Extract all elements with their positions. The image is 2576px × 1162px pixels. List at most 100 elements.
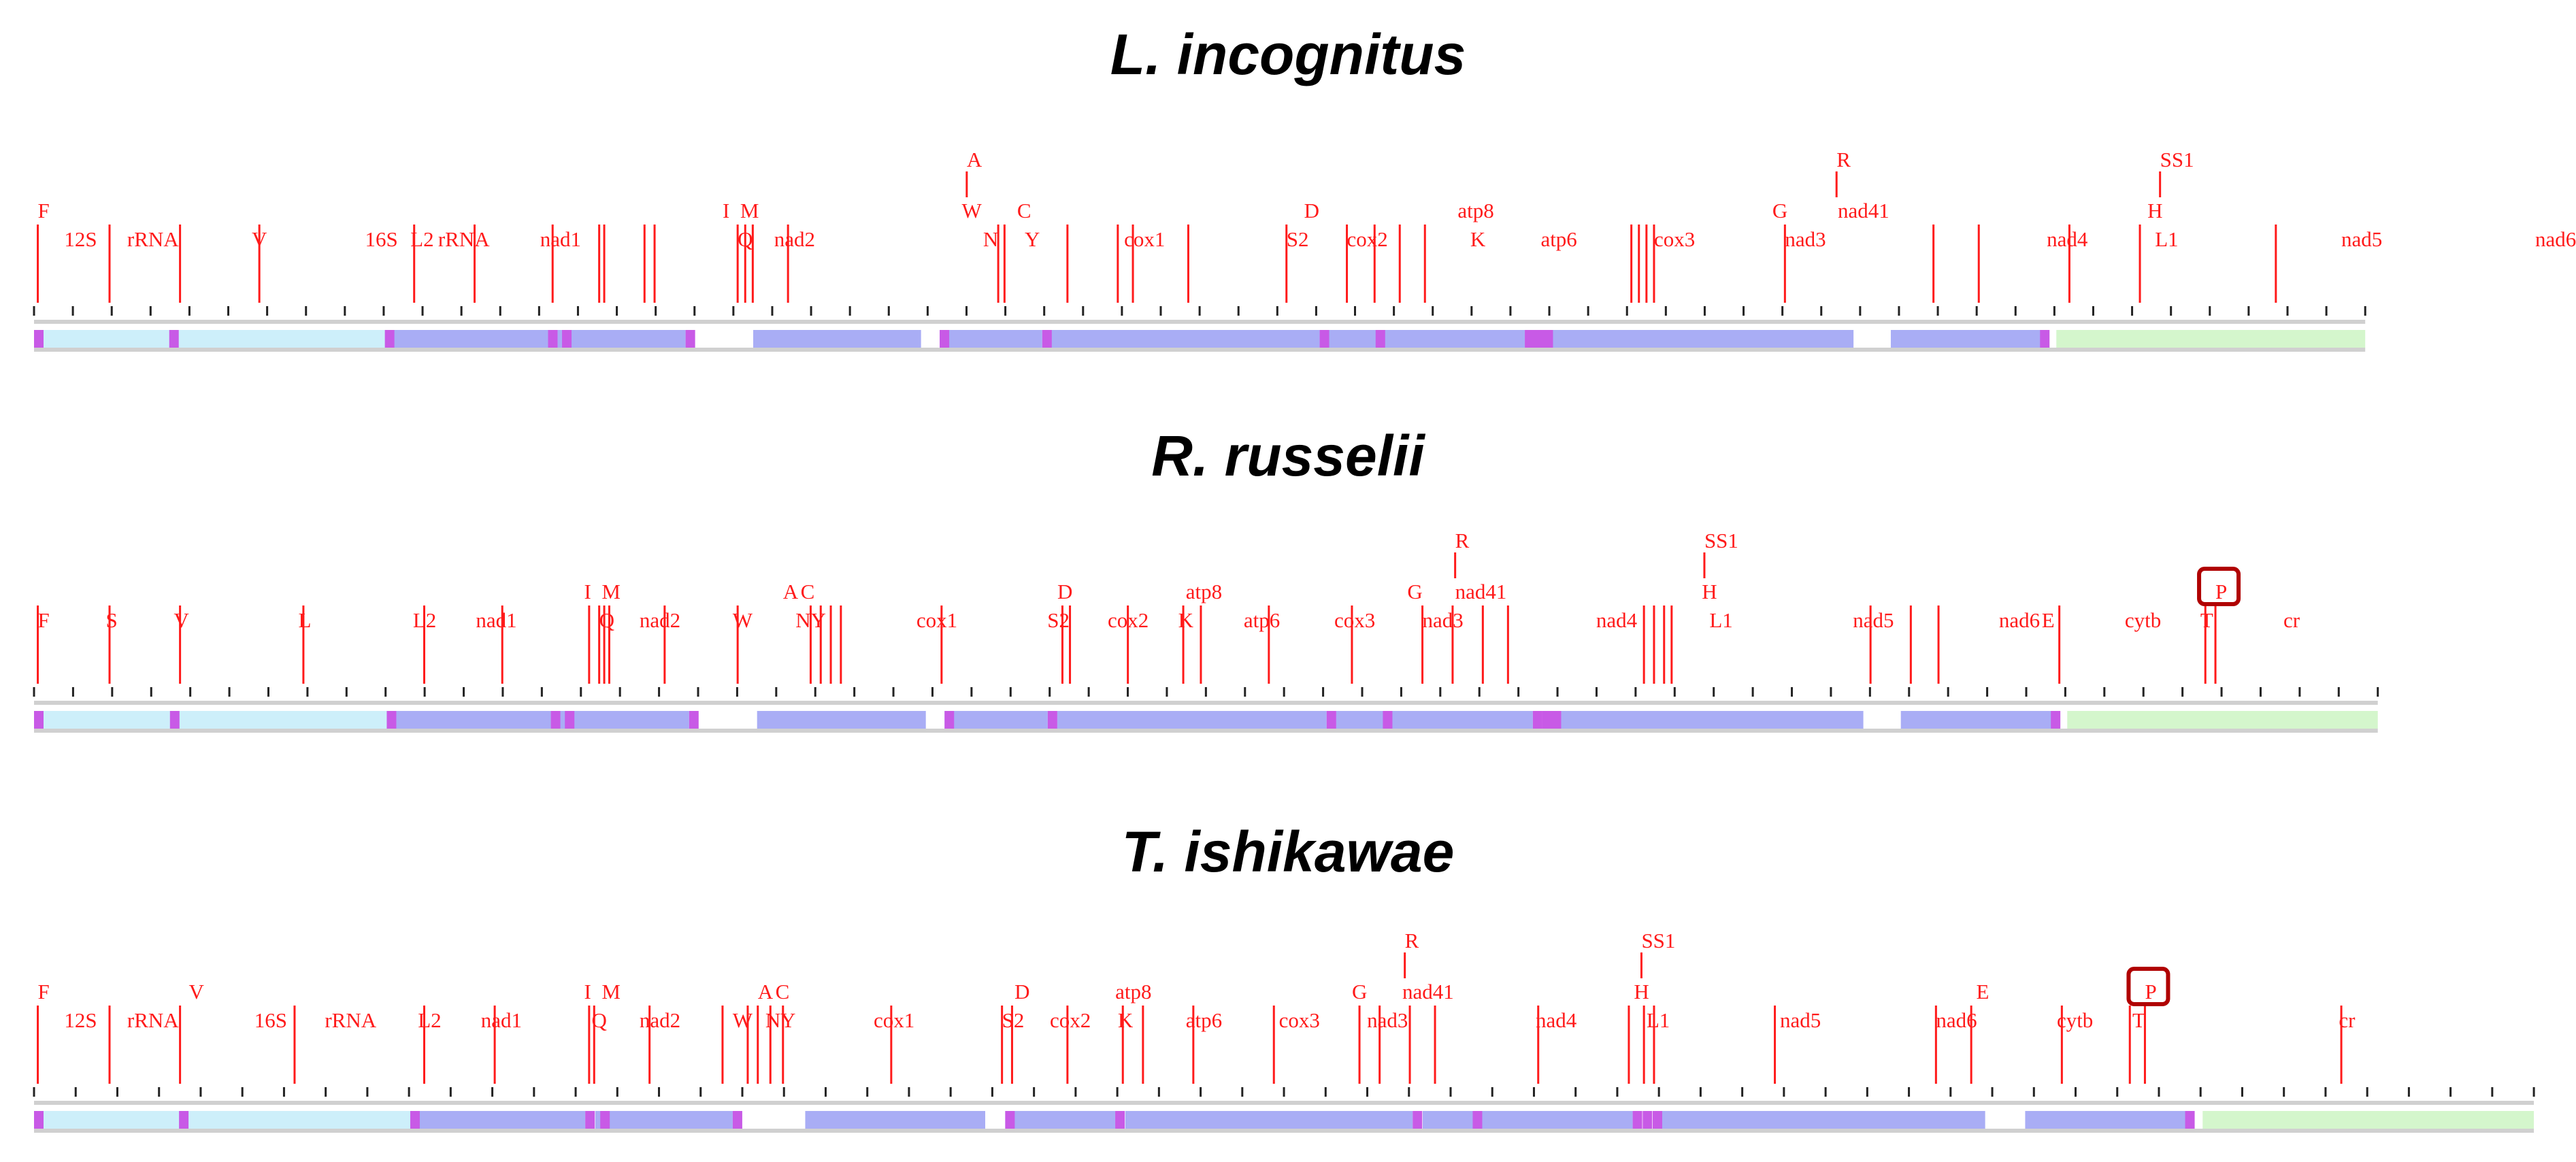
gene-segment: [557, 330, 686, 348]
gene-label: cox2: [1050, 1008, 1091, 1032]
gene-label: rRNA: [325, 1008, 376, 1032]
gene-label: S2: [1047, 608, 1070, 632]
gene-label: K: [1178, 608, 1194, 632]
gene-segment: [1890, 330, 2045, 348]
gene-label: cox2: [1108, 608, 1149, 632]
gene-label: E: [1977, 980, 1989, 1003]
title-incognitus: L. incognitus: [1110, 22, 1466, 86]
gene-segment: [390, 711, 551, 729]
gene-label: cox3: [1654, 227, 1695, 251]
gene-segment: [944, 711, 1048, 729]
trna-marker: [1525, 330, 1535, 348]
gene-segment: [753, 330, 921, 348]
trna-marker: [1642, 1111, 1653, 1129]
gene-segment: [595, 1111, 733, 1129]
gene-label: T: [2200, 608, 2213, 632]
gene-segment: [757, 711, 926, 729]
gene-label: G: [1407, 580, 1422, 603]
gene-segment: [1329, 330, 1525, 348]
gene-label: nad3: [1785, 227, 1826, 251]
gene-label: cox1: [917, 608, 957, 632]
gene-label: F: [38, 608, 50, 632]
gene-label: P: [2215, 580, 2227, 603]
gene-label: L1: [2155, 227, 2178, 251]
gene-label: S2: [1002, 1008, 1025, 1032]
gene-label: nad1: [476, 608, 516, 632]
gene-label: D: [1014, 980, 1029, 1003]
gene-label: A: [967, 148, 982, 171]
gene-label: rRNA: [438, 227, 490, 251]
gene-segment: [1125, 1111, 1413, 1129]
gene-label: Y: [780, 1008, 795, 1032]
gene-label: M: [601, 980, 621, 1003]
gene-segment: [34, 330, 169, 348]
gene-label: nad4: [1536, 1008, 1577, 1032]
control-region-segment: [2067, 711, 2378, 729]
gene-label: SS1: [1704, 529, 1738, 552]
gene-segment: [1005, 1111, 1116, 1129]
axis-line: [34, 320, 2366, 324]
gene-label: I: [584, 580, 591, 603]
trna-marker: [34, 1111, 44, 1129]
gene-label: T: [2132, 1008, 2145, 1032]
gene-label: S2: [1287, 227, 1309, 251]
trna-marker: [169, 711, 180, 729]
trna-marker: [1632, 1111, 1642, 1129]
bar-baseline: [34, 729, 2378, 733]
gene-label: W: [961, 199, 982, 222]
trna-marker: [1115, 1111, 1125, 1129]
gene-label: L1: [1647, 1008, 1670, 1032]
gene-segment: [414, 1111, 586, 1129]
trna-marker: [410, 1111, 420, 1129]
trna-marker: [384, 330, 395, 348]
gene-label: H: [2147, 199, 2162, 222]
gene-label: Q: [599, 608, 614, 632]
gene-segment: [34, 1111, 180, 1129]
gene-label: P: [2145, 980, 2156, 1003]
gene-label: D: [1304, 199, 1319, 222]
gene-label: atp6: [1244, 608, 1280, 632]
trna-marker: [179, 1111, 189, 1129]
gene-label: W: [733, 608, 753, 632]
control-region-segment: [2056, 330, 2366, 348]
gene-label: L2: [413, 608, 436, 632]
gene-label: atp8: [1457, 199, 1493, 222]
gene-label: I: [723, 199, 729, 222]
trna-marker: [1326, 711, 1336, 729]
trna-marker: [2040, 330, 2050, 348]
trna-marker: [550, 711, 561, 729]
gene-label: nad2: [640, 1008, 680, 1032]
gene-label: cytb: [2057, 1008, 2093, 1032]
gene-label: F: [38, 199, 50, 222]
gene-label: E: [2042, 608, 2055, 632]
trna-marker: [169, 330, 179, 348]
gene-label: R: [1836, 148, 1851, 171]
gene-label: cr: [2283, 608, 2300, 632]
bar-baseline: [34, 348, 2366, 352]
gene-label: nad5: [2341, 227, 2382, 251]
gene-label: N: [795, 608, 810, 632]
gene-label: A: [758, 980, 774, 1003]
gene-label: SS1: [2160, 148, 2194, 171]
gene-label: L: [299, 608, 312, 632]
trna-marker: [1472, 1111, 1483, 1129]
gene-segment: [1550, 330, 1854, 348]
gene-label: M: [740, 199, 759, 222]
gene-label: nad3: [1367, 1008, 1408, 1032]
gene-label: cox2: [1347, 227, 1388, 251]
trna-marker: [548, 330, 558, 348]
trna-marker: [1543, 330, 1553, 348]
gene-label: H: [1702, 580, 1717, 603]
gene-label: nad2: [774, 227, 815, 251]
gene-label: nad5: [1780, 1008, 1821, 1032]
gene-label: nad4: [2047, 227, 2088, 251]
gene-label: 12S: [64, 1008, 97, 1032]
gene-label: nad1: [481, 1008, 522, 1032]
trna-marker: [1383, 711, 1393, 729]
gene-label: Y: [810, 608, 825, 632]
gene-label: G: [1352, 980, 1367, 1003]
trna-marker: [732, 1111, 742, 1129]
gene-label: N: [983, 227, 998, 251]
